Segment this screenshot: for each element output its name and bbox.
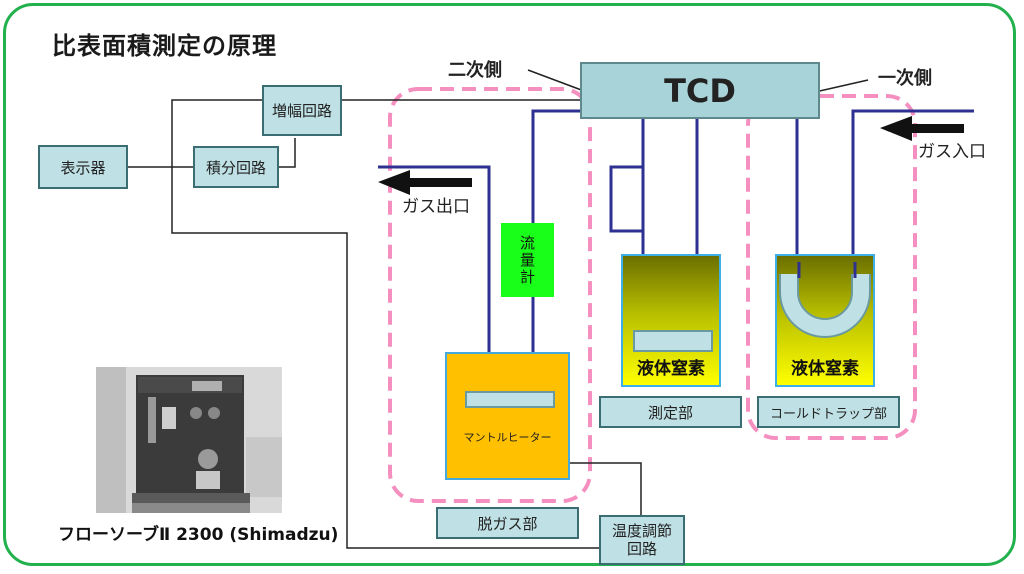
amplifier-box: 増幅回路 [262,85,342,136]
sample-cell-icon [633,330,713,352]
photo-caption: フローソーブⅡ 2300 (Shimadzu) [58,520,338,545]
integrator-box: 積分回路 [193,146,279,188]
mantle-heater: マントルヒーター [445,352,570,480]
temp-control-box: 温度調節 回路 [599,515,685,565]
trap-section-label: コールドトラップ部 [757,396,900,428]
temp-control-label: 温度調節 回路 [612,522,672,558]
display-box: 表示器 [38,145,128,189]
tcd-detector: TCD [580,62,820,119]
degas-section-label: 脱ガス部 [436,507,579,539]
flowmeter-label: 流 量 計 [520,235,535,286]
primary-side-label: 一次側 [878,64,932,90]
u-tube-icon [777,262,873,352]
trap-dewar: 液体窒素 [775,254,875,387]
heater-label: マントルヒーター [447,429,568,445]
dewar-measure-label: 液体窒素 [623,354,719,379]
sample-cell-icon [465,391,555,408]
flowmeter: 流 量 計 [501,223,554,297]
gas-inlet-label: ガス入口 [918,137,986,162]
dewar-trap-label: 液体窒素 [777,354,873,379]
secondary-side-label: 二次側 [448,56,502,82]
measure-section-label: 測定部 [599,396,742,428]
instrument-photo [96,367,282,513]
gas-outlet-label: ガス出口 [402,192,470,217]
measure-dewar: 液体窒素 [621,254,721,387]
